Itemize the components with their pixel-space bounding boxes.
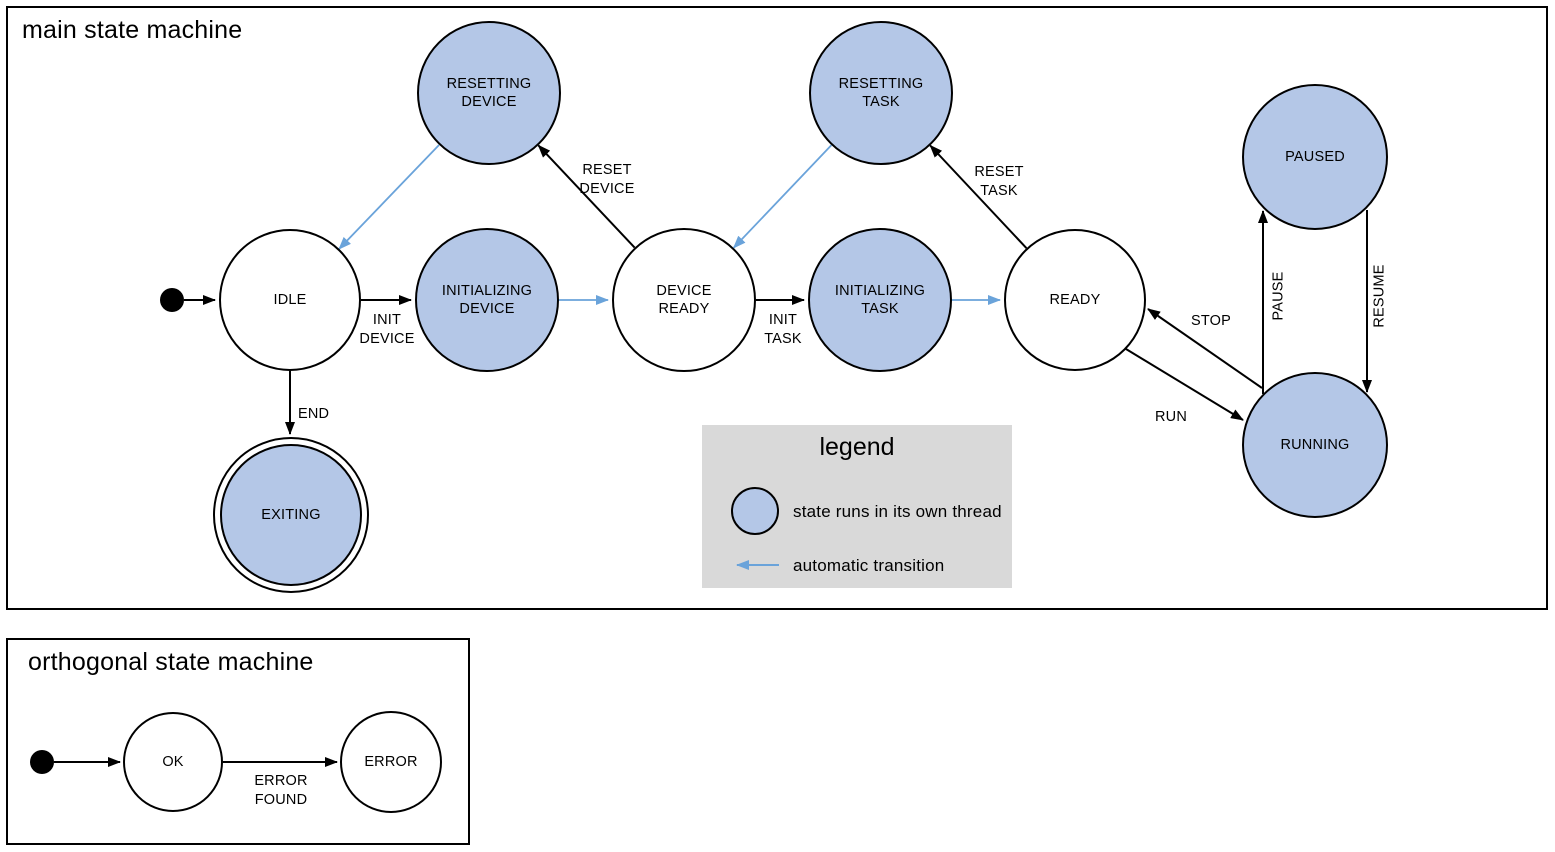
state-resetting-device-label: RESETTING DEVICE: [446, 75, 532, 110]
orthogonal-initial-state-dot: [30, 750, 54, 774]
state-initializing-task-label: INITIALIZING TASK: [834, 282, 926, 317]
edge-device-ready-to-resetting-device: [537, 144, 636, 249]
transition-label-resume: RESUME: [1371, 264, 1388, 328]
transition-label-reset-task: RESET TASK: [974, 164, 1024, 199]
legend-thread-label: state runs in its own thread: [793, 502, 1002, 521]
threaded-state-swatch-icon: [731, 487, 779, 535]
state-paused: PAUSED: [1242, 84, 1388, 230]
state-initializing-device: INITIALIZING DEVICE: [415, 228, 559, 372]
state-idle: IDLE: [219, 229, 361, 371]
state-ok-label: OK: [162, 753, 184, 770]
orthogonal-edges-layer: [54, 757, 338, 767]
edge-resetting-device-to-idle-automatic: [338, 144, 440, 250]
state-exiting-final: EXITING: [213, 437, 369, 593]
transition-label-init-task: INIT TASK: [764, 312, 802, 347]
state-ready-label: READY: [1049, 291, 1101, 308]
state-resetting-task-label: RESETTING TASK: [838, 75, 924, 110]
orthogonal-panel-title: orthogonal state machine: [28, 648, 314, 676]
main-edges-layer: [184, 144, 1372, 435]
transition-label-stop: STOP: [1190, 313, 1232, 329]
state-exiting-label: EXITING: [261, 507, 321, 523]
transition-label-end: END: [298, 406, 330, 422]
automatic-transition-arrow-icon: [736, 560, 779, 570]
state-error-label: ERROR: [364, 753, 418, 770]
state-ok: OK: [123, 712, 223, 812]
edge-running-to-ready-stop: [1147, 308, 1263, 389]
orthogonal-state-machine-panel: orthogonal state machine OK ERROR ERROR …: [6, 638, 470, 845]
edge-ready-to-resetting-task: [929, 144, 1028, 249]
state-device-ready: DEVICE READY: [612, 228, 756, 372]
edge-ready-to-running-run: [1125, 348, 1244, 421]
edge-resetting-task-to-device-ready-automatic: [732, 144, 833, 249]
state-device-ready-label: DEVICE READY: [656, 282, 712, 317]
state-initializing-device-label: INITIALIZING DEVICE: [441, 282, 533, 317]
state-initializing-task: INITIALIZING TASK: [808, 228, 952, 372]
transition-label-run: RUN: [1154, 409, 1188, 425]
legend-box: legend state runs in its own thread auto…: [702, 425, 1012, 588]
state-resetting-device: RESETTING DEVICE: [417, 21, 561, 165]
transition-label-reset-device: RESET DEVICE: [579, 162, 635, 197]
legend-automatic-label: automatic transition: [793, 556, 945, 575]
transition-label-init-device: INIT DEVICE: [359, 312, 415, 347]
main-state-machine-panel: main state machine: [6, 6, 1548, 610]
state-ready: READY: [1004, 229, 1146, 371]
main-panel-title: main state machine: [22, 16, 243, 44]
state-resetting-task: RESETTING TASK: [809, 21, 953, 165]
initial-state-dot: [160, 288, 184, 312]
state-idle-label: IDLE: [273, 291, 307, 308]
transition-label-pause: PAUSE: [1270, 271, 1287, 321]
state-exiting-inner-ring: EXITING: [220, 444, 362, 586]
transition-label-error-found: ERROR FOUND: [254, 773, 308, 808]
legend-title: legend: [819, 433, 895, 461]
state-paused-label: PAUSED: [1285, 148, 1345, 165]
state-running: RUNNING: [1242, 372, 1388, 518]
state-running-label: RUNNING: [1280, 436, 1350, 453]
state-error: ERROR: [340, 711, 442, 813]
